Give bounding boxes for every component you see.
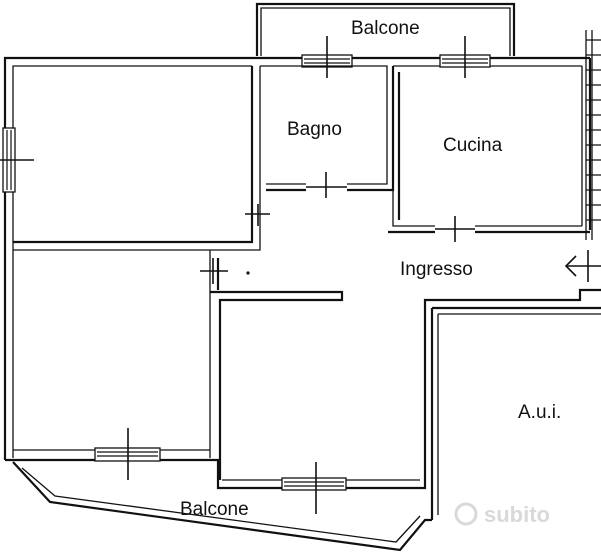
- label-balcone-top: Balcone: [351, 18, 420, 39]
- window-bottom-left: [94, 428, 161, 480]
- room-bagno: Bagno: [260, 65, 395, 198]
- room-cucina: Cucina: [388, 66, 590, 242]
- balcony-bottom: Balcone: [12, 461, 432, 552]
- window-top-cucina: [439, 36, 491, 78]
- window-left: [0, 127, 34, 193]
- arrow-left-icon: [564, 250, 601, 282]
- watermark: subito: [454, 502, 550, 527]
- room-top-left: [13, 66, 270, 251]
- window-top-bagno: [301, 36, 353, 78]
- window-bottom-center: [281, 462, 347, 514]
- room-aui: A.u.i.: [430, 306, 601, 520]
- label-balcone-bottom: Balcone: [180, 499, 249, 520]
- room-bottom-left: [200, 250, 344, 480]
- label-bagno: Bagno: [287, 119, 342, 140]
- watermark-text: subito: [484, 502, 550, 527]
- outer-walls: [3, 30, 601, 490]
- balcony-top: [255, 2, 516, 56]
- label-ingresso: Ingresso: [400, 259, 473, 280]
- label-cucina: Cucina: [443, 135, 503, 156]
- label-aui: A.u.i.: [518, 402, 561, 423]
